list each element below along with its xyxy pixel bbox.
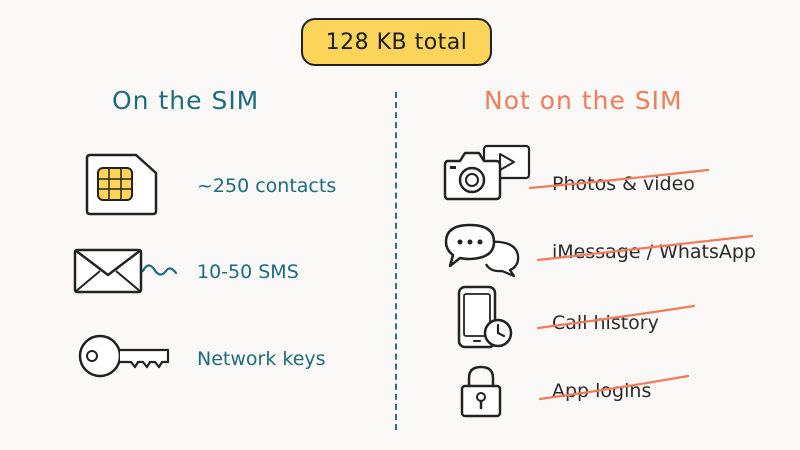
not-on-sim-item-label: Call history xyxy=(552,312,659,334)
total-size-badge: 128 KB total xyxy=(301,18,492,66)
sim-card-icon xyxy=(84,151,160,217)
strike-through-line xyxy=(538,374,690,401)
phone-clock-icon xyxy=(456,285,514,351)
strike-through-line xyxy=(528,168,710,190)
chat-bubbles-icon xyxy=(444,222,522,278)
on-sim-item-label: Network keys xyxy=(197,348,326,370)
column-divider xyxy=(395,92,397,430)
not-on-sim-title: Not on the SIM xyxy=(484,86,683,115)
on-sim-title: On the SIM xyxy=(112,86,260,115)
key-icon xyxy=(78,333,172,379)
camera-icon xyxy=(443,143,532,203)
not-on-sim-item-label: Photos & video xyxy=(552,173,695,195)
padlock-icon xyxy=(460,364,502,418)
strike-through-line xyxy=(536,234,754,262)
envelope-icon xyxy=(72,247,182,295)
not-on-sim-item-label: iMessage / WhatsApp xyxy=(552,241,756,263)
total-size-text: 128 KB total xyxy=(325,29,468,55)
on-sim-item-label: ~250 contacts xyxy=(197,175,337,197)
strike-through-line xyxy=(536,304,696,330)
on-sim-item-label: 10-50 SMS xyxy=(197,261,299,283)
